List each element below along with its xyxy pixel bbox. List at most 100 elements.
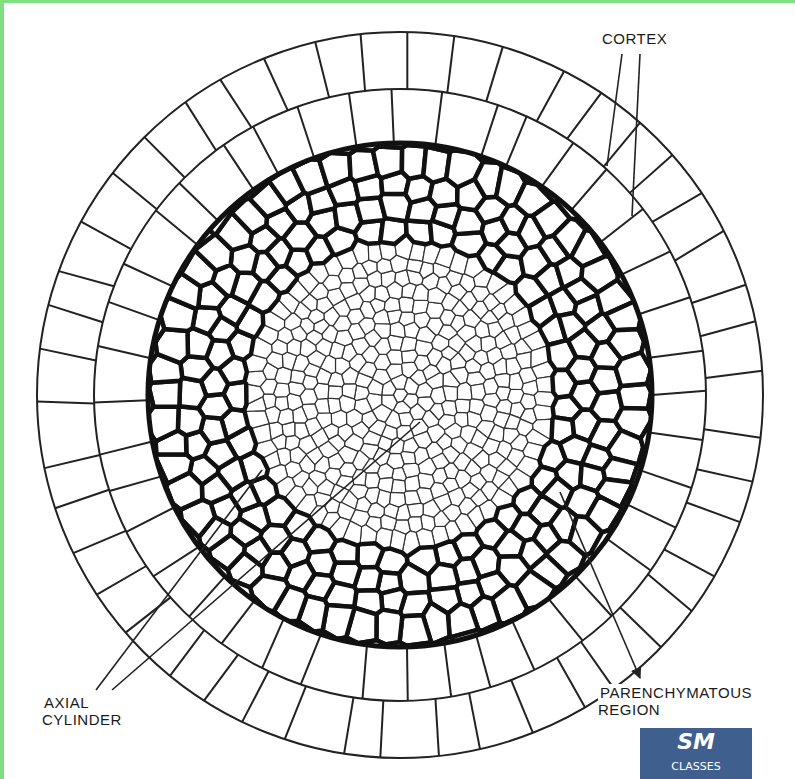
- thick-walled-cell: [100, 362, 151, 388]
- thick-walled-cell: [378, 642, 409, 695]
- watermark: SM: [640, 729, 752, 754]
- parenchyma-cell: [400, 336, 417, 351]
- cell-wall: [406, 32, 408, 89]
- cell-wall: [537, 71, 564, 121]
- cell-wall: [186, 102, 217, 150]
- cell-wall: [126, 507, 174, 532]
- cell-wall: [476, 635, 490, 687]
- cell-wall: [706, 371, 763, 378]
- thick-walled-cell: [537, 95, 626, 202]
- cell-wall: [81, 222, 131, 249]
- cell-wall: [652, 193, 701, 222]
- cell-wall: [512, 621, 534, 670]
- cell-wall: [506, 116, 527, 166]
- cell-wall: [447, 36, 454, 93]
- thick-walled-cell: [373, 147, 402, 179]
- thick-walled-cell: [100, 488, 173, 540]
- watermark: CLASSES: [640, 760, 752, 773]
- part-label: CORTEX: [600, 30, 710, 47]
- leader-line: [112, 422, 420, 690]
- cell-wall: [362, 645, 366, 699]
- thick-walled-cell: [255, 95, 310, 168]
- stele-border: [148, 143, 652, 647]
- cell-wall: [542, 143, 574, 187]
- cell-wall: [548, 599, 582, 641]
- cell-wall: [126, 597, 171, 632]
- cell-wall: [222, 601, 255, 644]
- cell-wall: [557, 658, 585, 708]
- cell-wall: [97, 566, 146, 595]
- cell-wall: [640, 470, 691, 488]
- cell-wall: [648, 574, 692, 611]
- cell-wall: [109, 476, 161, 491]
- cell-wall: [144, 137, 184, 177]
- cell-wall: [581, 642, 614, 689]
- thick-walled-cell: [591, 171, 700, 257]
- thick-walled-cell: [648, 392, 700, 423]
- cell-wall: [361, 34, 366, 91]
- thick-walled-cell: [634, 251, 700, 316]
- cell-wall: [481, 105, 498, 156]
- parenchyma-cell: [399, 312, 415, 326]
- parenchyma-cell: [441, 400, 456, 416]
- frame-edge: [0, 0, 4, 779]
- cell-wall: [692, 285, 746, 303]
- label-text: PARENCHYMATOUS REGION: [598, 684, 752, 718]
- cell-wall: [444, 643, 451, 697]
- cell-wall: [242, 671, 268, 722]
- cell-wall: [179, 183, 218, 221]
- thick-walled-cell: [609, 510, 700, 598]
- cell-wall: [220, 80, 251, 128]
- cell-wall: [380, 701, 383, 758]
- part-label: PARENCHYMATOUS REGION: [598, 684, 783, 719]
- thick-walled-cell: [100, 433, 156, 478]
- parenchyma-cell: [365, 473, 380, 488]
- cell-wall: [37, 401, 94, 403]
- parenchyma-cell: [516, 352, 531, 369]
- cell-wall: [607, 539, 651, 571]
- parenchyma-cell: [494, 373, 510, 387]
- thick-walled-cell: [580, 553, 700, 695]
- cell-wall: [98, 346, 151, 358]
- cell-wall: [349, 93, 357, 147]
- parenchyma-cell: [443, 386, 458, 401]
- leader-line: [96, 470, 262, 690]
- cell-wall: [113, 173, 157, 209]
- cell-wall: [575, 576, 611, 616]
- cell-wall: [639, 297, 690, 314]
- thick-walled-cell: [482, 623, 528, 695]
- cell-wall: [37, 32, 763, 758]
- cell-wall: [73, 531, 126, 553]
- thick-walled-cell: [192, 95, 288, 180]
- cell-wall: [435, 92, 442, 146]
- cell-wall: [344, 697, 353, 753]
- thick-walled-cell: [100, 409, 150, 441]
- thick-walled-cell: [100, 114, 214, 250]
- thick-walled-cell: [407, 642, 440, 695]
- thick-walled-cell: [556, 95, 668, 219]
- cell-wall: [664, 549, 714, 576]
- thick-walled-cell: [638, 304, 700, 341]
- cell-wall: [264, 58, 288, 110]
- thick-walled-cell: [100, 558, 231, 695]
- cell-wall: [649, 432, 702, 440]
- parenchyma-cell: [426, 372, 443, 388]
- cell-wall: [59, 271, 114, 286]
- cell-wall: [567, 93, 601, 139]
- leader-line: [607, 54, 622, 166]
- cell-wall: [675, 231, 724, 261]
- thick-walled-cell: [376, 610, 402, 645]
- cell-wall: [687, 502, 740, 522]
- cell-wall: [100, 442, 152, 455]
- cortex-cells: [37, 32, 763, 758]
- parenchyma-cell: [342, 384, 356, 399]
- thick-walled-cell: [320, 637, 359, 695]
- cell-wall: [301, 634, 321, 684]
- thick-walled-cell: [161, 595, 268, 695]
- thick-walled-cell: [100, 176, 195, 273]
- cell-wall: [94, 89, 706, 701]
- parenchyma-cell: [353, 278, 370, 294]
- cell-wall: [486, 47, 503, 102]
- cell-wall: [262, 619, 284, 669]
- label-text: AXIAL CYLINDER: [42, 694, 124, 728]
